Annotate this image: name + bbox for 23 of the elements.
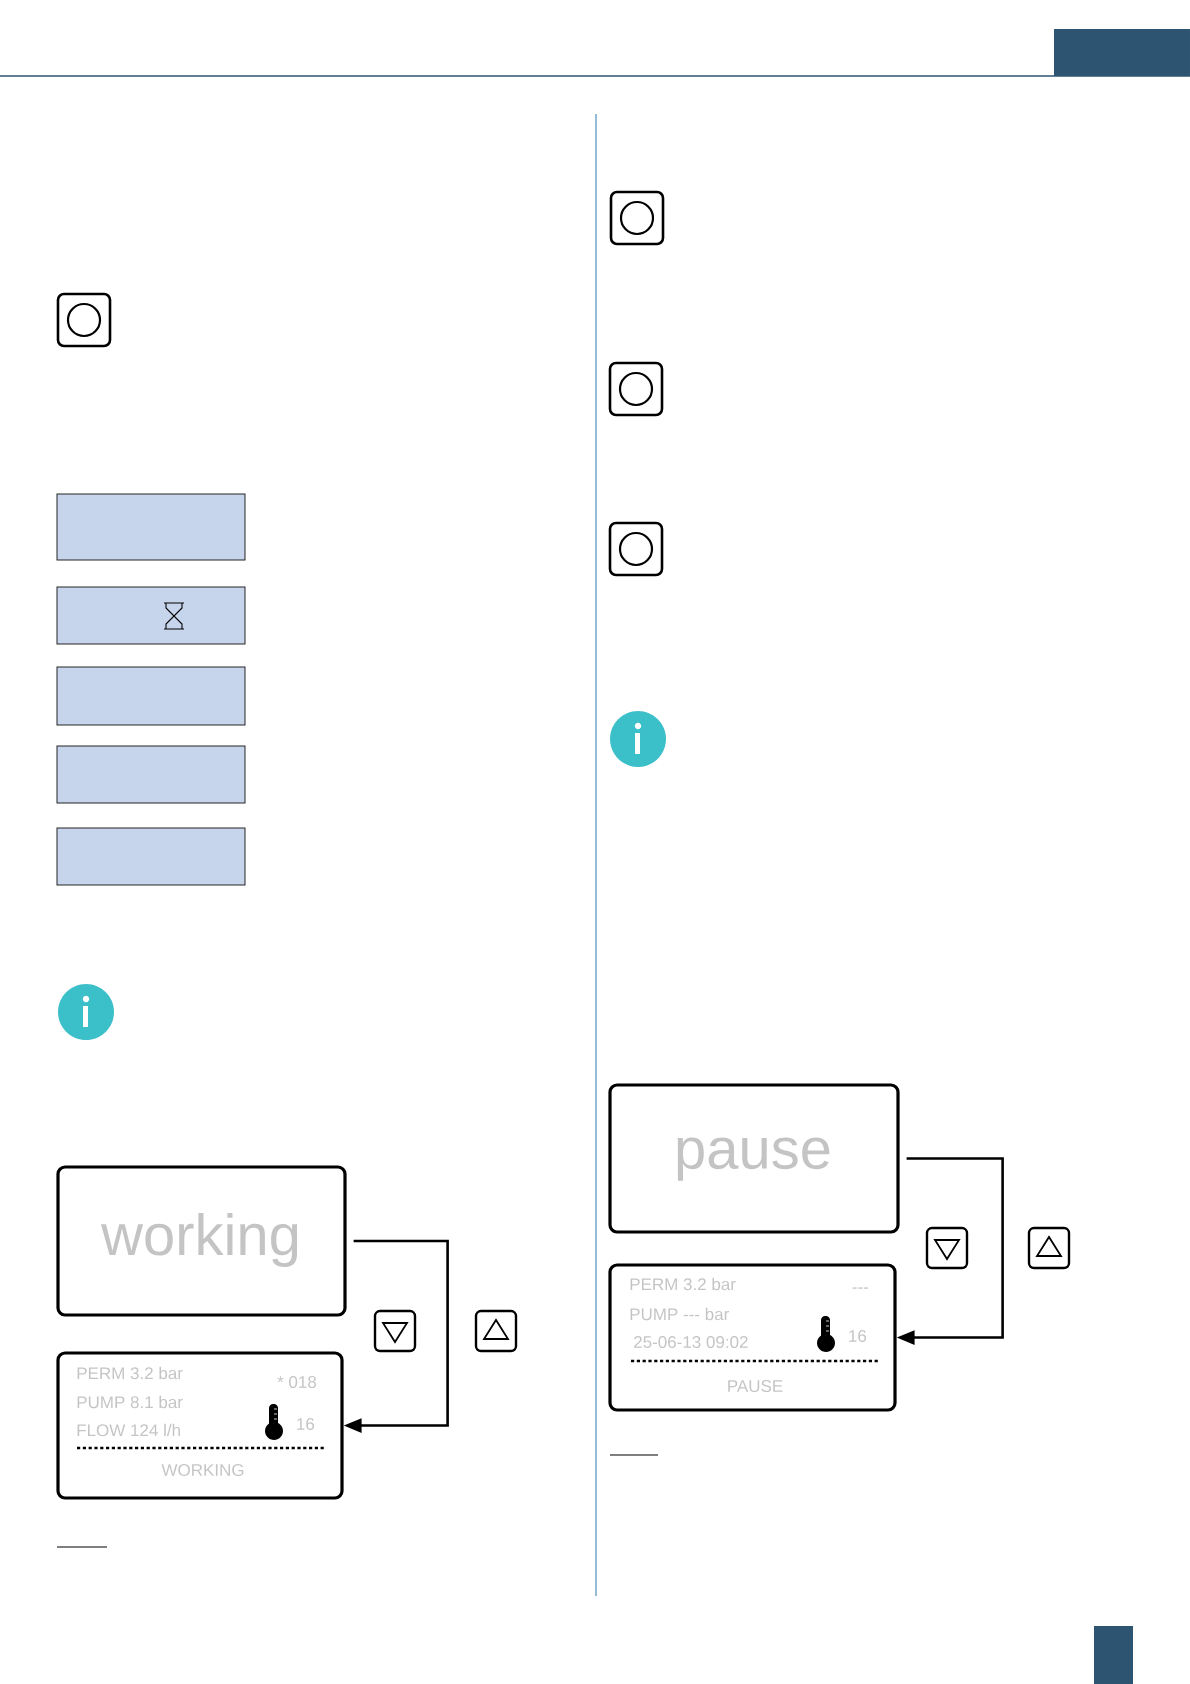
display-text: 16 <box>297 1418 315 1431</box>
display-text: WORKING <box>161 1464 244 1477</box>
lcd-screen <box>56 745 246 804</box>
display-text: 16 <box>849 1330 867 1343</box>
display-text: PERM 3.2 bar <box>630 1277 736 1291</box>
lcd-display <box>608 1083 900 1234</box>
lcd-screen <box>56 666 246 726</box>
display-text: FLOW 124 l/h <box>77 1423 180 1437</box>
lcd-display <box>56 1165 347 1317</box>
lcd-screen <box>56 586 246 645</box>
display-text: --- <box>852 1287 869 1289</box>
display-text: pause <box>677 1137 830 1181</box>
display-text: PUMP 8.1 bar <box>77 1395 183 1409</box>
display-text: PUMP --- bar <box>630 1307 729 1321</box>
lcd-display <box>56 1351 344 1500</box>
display-text: PERM 3.2 bar <box>77 1366 183 1380</box>
lcd-screen <box>56 493 246 561</box>
display-text: 25-06-13 09:02 <box>634 1336 748 1349</box>
display-text: * 018 <box>277 1376 317 1389</box>
lcd-display <box>608 1263 897 1412</box>
display-text: working <box>101 1213 298 1268</box>
lcd-screen <box>56 827 246 886</box>
display-text: PAUSE <box>728 1380 783 1393</box>
